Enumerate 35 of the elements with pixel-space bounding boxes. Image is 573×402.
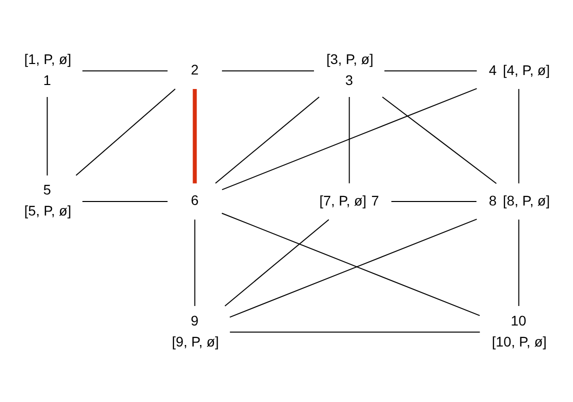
node-label: [10, P, ø] <box>492 332 547 349</box>
connector <box>229 331 480 332</box>
node-text: 4 <box>488 62 497 78</box>
connector <box>214 96 320 184</box>
node-label: [9, P, ø] <box>172 332 219 349</box>
connector <box>518 218 520 306</box>
node-label: [8, P, ø] <box>502 192 550 208</box>
node-text: 8 <box>488 192 497 208</box>
connector <box>222 88 478 190</box>
node-label: [1, P, ø] <box>24 50 72 67</box>
node-text: 10 <box>510 312 526 328</box>
connector <box>518 88 520 184</box>
connector <box>221 70 314 71</box>
node-text: 2 <box>190 61 199 78</box>
connector <box>192 88 197 183</box>
connector <box>384 70 478 71</box>
node-text: 7 <box>371 192 379 208</box>
connector <box>194 218 196 306</box>
connector <box>82 70 168 71</box>
node-text: 5 <box>43 181 52 198</box>
node-text: 6 <box>190 192 199 208</box>
connector <box>46 96 48 176</box>
node-label: [5, P, ø] <box>24 202 72 218</box>
node-label: [3, P, ø] <box>326 50 374 67</box>
node-text: 3 <box>345 72 354 88</box>
connector <box>76 88 176 176</box>
connector <box>348 96 350 184</box>
connector <box>82 200 168 202</box>
node-label: [4, P, ø] <box>502 62 550 78</box>
node-text: 1 <box>43 72 52 88</box>
node-label: [7, P, ø] <box>319 192 366 208</box>
node-text: 9 <box>190 312 199 328</box>
connector <box>224 218 330 306</box>
connector <box>382 96 497 184</box>
connector <box>390 200 477 202</box>
